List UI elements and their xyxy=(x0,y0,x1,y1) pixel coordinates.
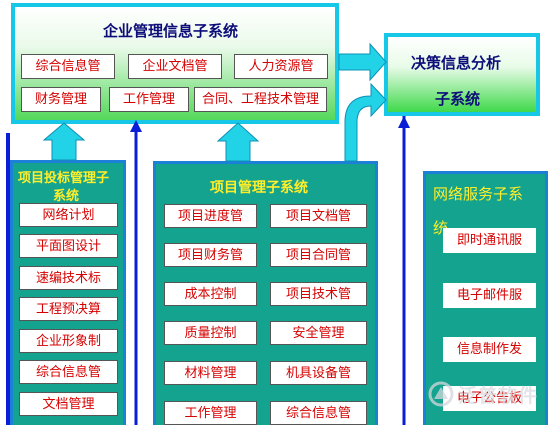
top-item-contract-tech: 合同、工程技术管理 xyxy=(194,87,327,112)
top-item-hr: 人力资源管 xyxy=(234,54,328,79)
project-item-schedule: 项目进度管 xyxy=(164,204,257,228)
project-item-finance: 项目财务管 xyxy=(164,243,257,267)
project-item-general-info: 综合信息管 xyxy=(270,401,367,425)
project-item-equipment: 机具设备管 xyxy=(270,361,367,385)
decision-title-line2: 子系统 xyxy=(435,90,481,108)
bid-item-tech-bid: 速编技术标 xyxy=(19,266,118,290)
project-item-contract: 项目合同管 xyxy=(270,243,367,267)
decision-title-line1: 决策信息分析 xyxy=(411,54,502,72)
bid-item-corporate-image: 企业形象制 xyxy=(19,329,118,353)
project-item-safety: 安全管理 xyxy=(270,321,367,345)
bid-item-general-info: 综合信息管 xyxy=(19,360,118,384)
arrow-project-to-top xyxy=(216,122,260,162)
arrow-bid-to-top xyxy=(42,122,86,161)
top-item-finance: 财务管理 xyxy=(21,87,101,112)
bid-item-budget: 工程预决算 xyxy=(19,297,118,321)
top-item-work: 工作管理 xyxy=(109,87,189,112)
project-item-quality-control: 质量控制 xyxy=(164,321,257,345)
network-item-bulletin: 电子公告板 xyxy=(443,386,536,411)
enterprise-management-title: 企业管理信息子系统 xyxy=(103,22,239,40)
arrow-project-to-decision xyxy=(344,82,387,162)
bid-title-line2: 系统 xyxy=(53,189,80,204)
bid-item-network-plan: 网络计划 xyxy=(19,203,118,227)
top-item-enterprise-docs: 企业文档管 xyxy=(128,54,222,79)
network-item-email: 电子邮件服 xyxy=(443,283,536,308)
project-title: 项目管理子系统 xyxy=(210,180,308,196)
project-item-docs: 项目文档管 xyxy=(270,204,367,228)
project-item-tech: 项目技术管 xyxy=(270,282,367,306)
network-title-line1: 网络服务子系 xyxy=(433,185,524,203)
network-item-im: 即时通讯服 xyxy=(443,228,536,253)
watermark: 泛普软件 xyxy=(428,380,538,408)
project-item-cost-control: 成本控制 xyxy=(164,282,257,306)
project-item-materials: 材料管理 xyxy=(164,361,257,385)
bid-management-subsystem: 项目投标管理子 系统 网络计划 平面图设计 速编技术标 工程预决算 企业形象制 … xyxy=(10,160,126,425)
enterprise-management-subsystem: 企业管理信息子系统 综合信息管 企业文档管 人力资源管 财务管理 工作管理 合同… xyxy=(11,3,339,124)
arrow-top-to-decision xyxy=(338,42,387,82)
arrowhead-decision-line xyxy=(398,116,410,128)
watermark-logo-icon xyxy=(428,381,454,407)
bid-item-docs: 文档管理 xyxy=(19,392,118,416)
bid-item-floor-plan: 平面图设计 xyxy=(19,234,118,258)
watermark-text: 泛普软件 xyxy=(458,384,539,407)
decision-analysis-subsystem: 决策信息分析 子系统 xyxy=(384,33,540,116)
network-item-publishing: 信息制作发 xyxy=(443,337,536,362)
bid-title-line1: 项目投标管理子 xyxy=(18,171,110,186)
top-item-general-info: 综合信息管 xyxy=(21,54,115,79)
arrowhead-top-line xyxy=(130,120,142,132)
project-management-subsystem: 项目管理子系统 项目进度管 项目文档管 项目财务管 项目合同管 成本控制 项目技… xyxy=(153,161,378,425)
